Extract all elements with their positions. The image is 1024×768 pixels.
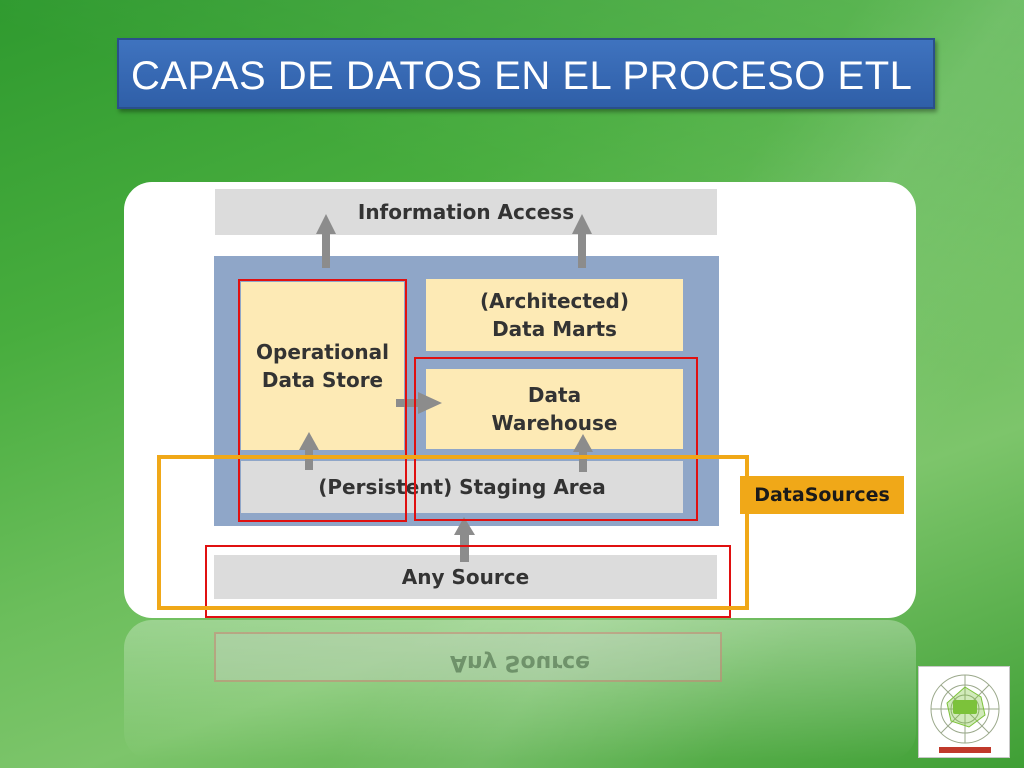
slide-title: CAPAS DE DATOS EN EL PROCESO ETL <box>131 54 913 98</box>
datasources-boundary <box>157 455 749 610</box>
warehouse-highlight <box>414 357 698 521</box>
reflection-bar <box>214 632 722 682</box>
operational-data-store-layer: Operational Data Store <box>241 282 404 450</box>
ods-highlight <box>238 279 407 522</box>
staging-area-layer: (Persistent) Staging Area <box>241 461 683 513</box>
data-marts-layer: (Architected) Data Marts <box>426 279 683 351</box>
logo-radar-graphic <box>930 674 1000 753</box>
any-source-layer: Any Source <box>214 555 717 599</box>
datasources-label: DataSources <box>740 476 904 514</box>
information-access-layer: Information Access <box>215 189 717 235</box>
diagram-reflection: Any Source <box>124 620 916 760</box>
title-banner: CAPAS DE DATOS EN EL PROCESO ETL <box>117 38 935 109</box>
reflection-text: Any Source <box>449 650 591 675</box>
data-warehouse-layer: Data Warehouse <box>426 369 683 449</box>
any-source-highlight <box>205 545 731 618</box>
lpi-radar-logo-icon <box>918 666 1010 758</box>
